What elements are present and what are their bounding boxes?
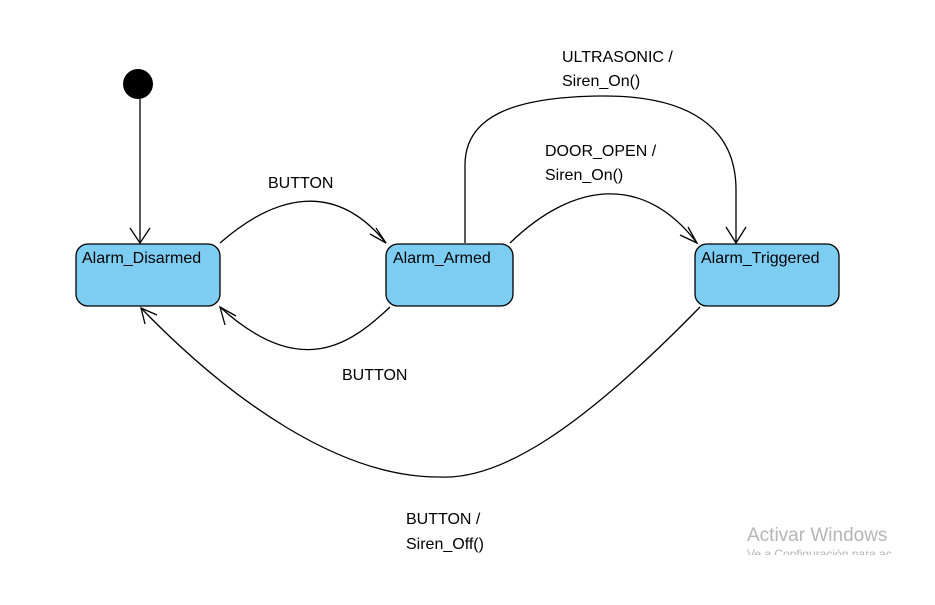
watermark-title: Activar Windows — [747, 525, 888, 546]
transition-door-open-label-line1: DOOR_OPEN / — [545, 143, 657, 160]
state-alarm-triggered: Alarm_Triggered — [694, 243, 840, 307]
state-alarm-disarmed: Alarm_Disarmed — [75, 243, 221, 307]
state-alarm-armed-label: Alarm_Armed — [393, 250, 491, 267]
transition-armed-to-disarmed-label: BUTTON — [342, 367, 407, 384]
transition-ultrasonic-label-line1: ULTRASONIC / — [562, 49, 673, 66]
transition-armed-to-triggered-ultrasonic: ULTRASONIC / Siren_On() — [464, 49, 747, 245]
state-alarm-triggered-label: Alarm_Triggered — [701, 250, 820, 267]
initial-arrowhead — [129, 227, 151, 245]
watermark-subtitle: Ve a Configuración para activar Windows. — [747, 547, 892, 555]
initial-state-dot — [123, 69, 153, 99]
transition-disarmed-to-armed: BUTTON — [219, 175, 387, 244]
transition-disarmed-to-armed-label: BUTTON — [268, 175, 333, 192]
state-alarm-armed: Alarm_Armed — [385, 243, 514, 307]
state-alarm-disarmed-label: Alarm_Disarmed — [82, 250, 201, 267]
windows-activation-watermark: Activar Windows Ve a Configuración para … — [747, 525, 892, 555]
transition-siren-off-label-line2: Siren_Off() — [406, 536, 484, 553]
transition-ultrasonic-label-line2: Siren_On() — [562, 73, 640, 90]
transition-armed-to-triggered-door: DOOR_OPEN / Siren_On() — [509, 143, 699, 245]
transition-siren-off-label-line1: BUTTON / — [406, 511, 481, 528]
transition-armed-to-disarmed: BUTTON — [218, 305, 407, 384]
transition-triggered-to-disarmed: BUTTON / Siren_Off() — [140, 306, 701, 553]
transition-door-open-label-line2: Siren_On() — [545, 167, 623, 184]
